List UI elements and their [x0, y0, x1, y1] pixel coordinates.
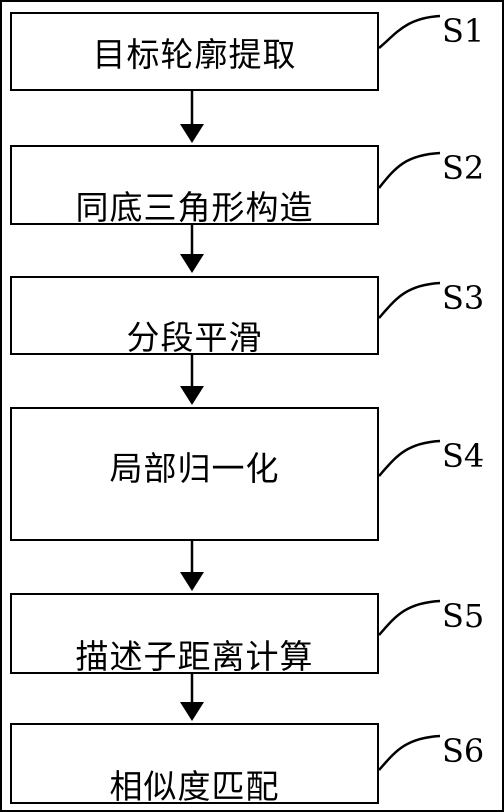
arrow-s3-s4	[180, 355, 204, 405]
step-box-s6: 相似度匹配	[10, 723, 379, 806]
step-box-s1: 目标轮廓提取	[10, 12, 379, 91]
arrow-s4-s5	[180, 541, 204, 591]
step-label-s5: S5	[442, 597, 485, 635]
arrow-s5-s6	[180, 674, 204, 721]
step-label-s2: S2	[442, 149, 485, 187]
step-text-s3: 分段平滑	[126, 317, 263, 357]
step-box-s3: 分段平滑	[10, 276, 379, 357]
step-box-s4: 局部归一化	[10, 407, 379, 541]
step-box-s2: 同底三角形构造	[10, 145, 379, 227]
step-box-s5: 描述子距离计算	[10, 593, 379, 676]
step-text-s1: 目标轮廓提取	[92, 34, 297, 74]
step-text-s4: 局部归一化	[109, 449, 280, 488]
arrow-s1-s2	[180, 91, 204, 143]
arrow-s2-s3	[180, 225, 204, 273]
step-label-s6: S6	[442, 732, 485, 770]
leader-curve-s3	[378, 281, 441, 319]
leader-curve-s1	[378, 14, 441, 49]
leader-curve-s5	[378, 599, 441, 636]
leader-curve-s6	[378, 734, 441, 771]
step-label-s3: S3	[442, 279, 485, 317]
step-label-s1: S1	[442, 12, 485, 50]
step-text-s2: 同底三角形构造	[75, 188, 314, 227]
leader-curve-s4	[378, 439, 441, 477]
step-label-s4: S4	[442, 437, 485, 475]
step-text-s6: 相似度匹配	[109, 766, 280, 806]
leader-curve-s2	[378, 151, 441, 189]
step-text-s5: 描述子距离计算	[75, 636, 314, 676]
